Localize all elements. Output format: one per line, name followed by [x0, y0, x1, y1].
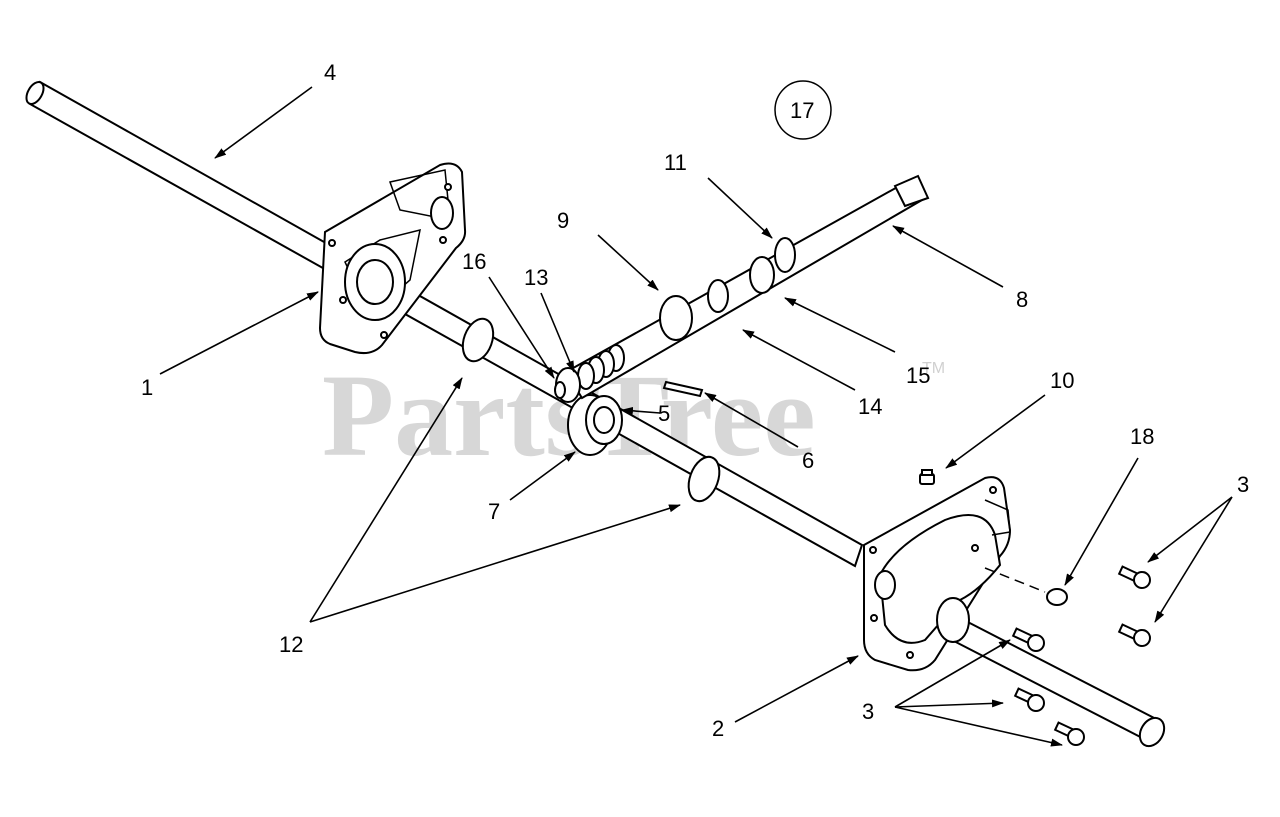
callout-3-right: 3 [1237, 472, 1249, 497]
callout-4: 4 [324, 60, 336, 85]
bearing-9 [659, 295, 693, 341]
vent-plug [984, 567, 1068, 606]
callout-18: 18 [1130, 424, 1154, 449]
roll-pin [662, 380, 704, 398]
worm-thread-13 [577, 344, 625, 390]
watermark-trademark: TM [922, 360, 945, 377]
callout-17: 17 [790, 98, 814, 123]
worm-gear [567, 394, 623, 456]
callout-10: 10 [1050, 368, 1074, 393]
callout-11: 11 [664, 150, 687, 175]
thrust-washer-left [461, 317, 495, 363]
callout-5: 5 [658, 401, 670, 426]
callout-12: 12 [279, 632, 303, 657]
callout-8: 8 [1016, 287, 1028, 312]
callout-17-circle [774, 80, 832, 140]
callout-6: 6 [802, 448, 814, 473]
left-housing-plate [318, 162, 467, 355]
axle-shaft [25, 80, 1166, 748]
callout-9: 9 [557, 208, 569, 233]
callout-16: 16 [462, 249, 486, 274]
callout-labels: 1 2 3 3 4 5 6 7 8 9 10 11 12 13 14 15 16… [141, 60, 1249, 741]
grease-fitting [919, 469, 935, 485]
callout-7: 7 [488, 499, 500, 524]
callout-15: 15 [906, 363, 930, 388]
worm-shaft-assembly [554, 174, 930, 403]
right-housing [863, 476, 1012, 672]
leader-arrows [159, 86, 1233, 747]
callout-1: 1 [141, 375, 153, 400]
hex-screws [1011, 565, 1151, 746]
callout-3-bottom: 3 [862, 699, 874, 724]
thrust-washer-right [687, 455, 721, 503]
spacer-11 [774, 237, 796, 273]
collar-14 [707, 279, 729, 313]
callout-2: 2 [712, 716, 724, 741]
bearing-15 [749, 256, 775, 294]
callout-14: 14 [858, 394, 882, 419]
callout-13: 13 [524, 265, 548, 290]
